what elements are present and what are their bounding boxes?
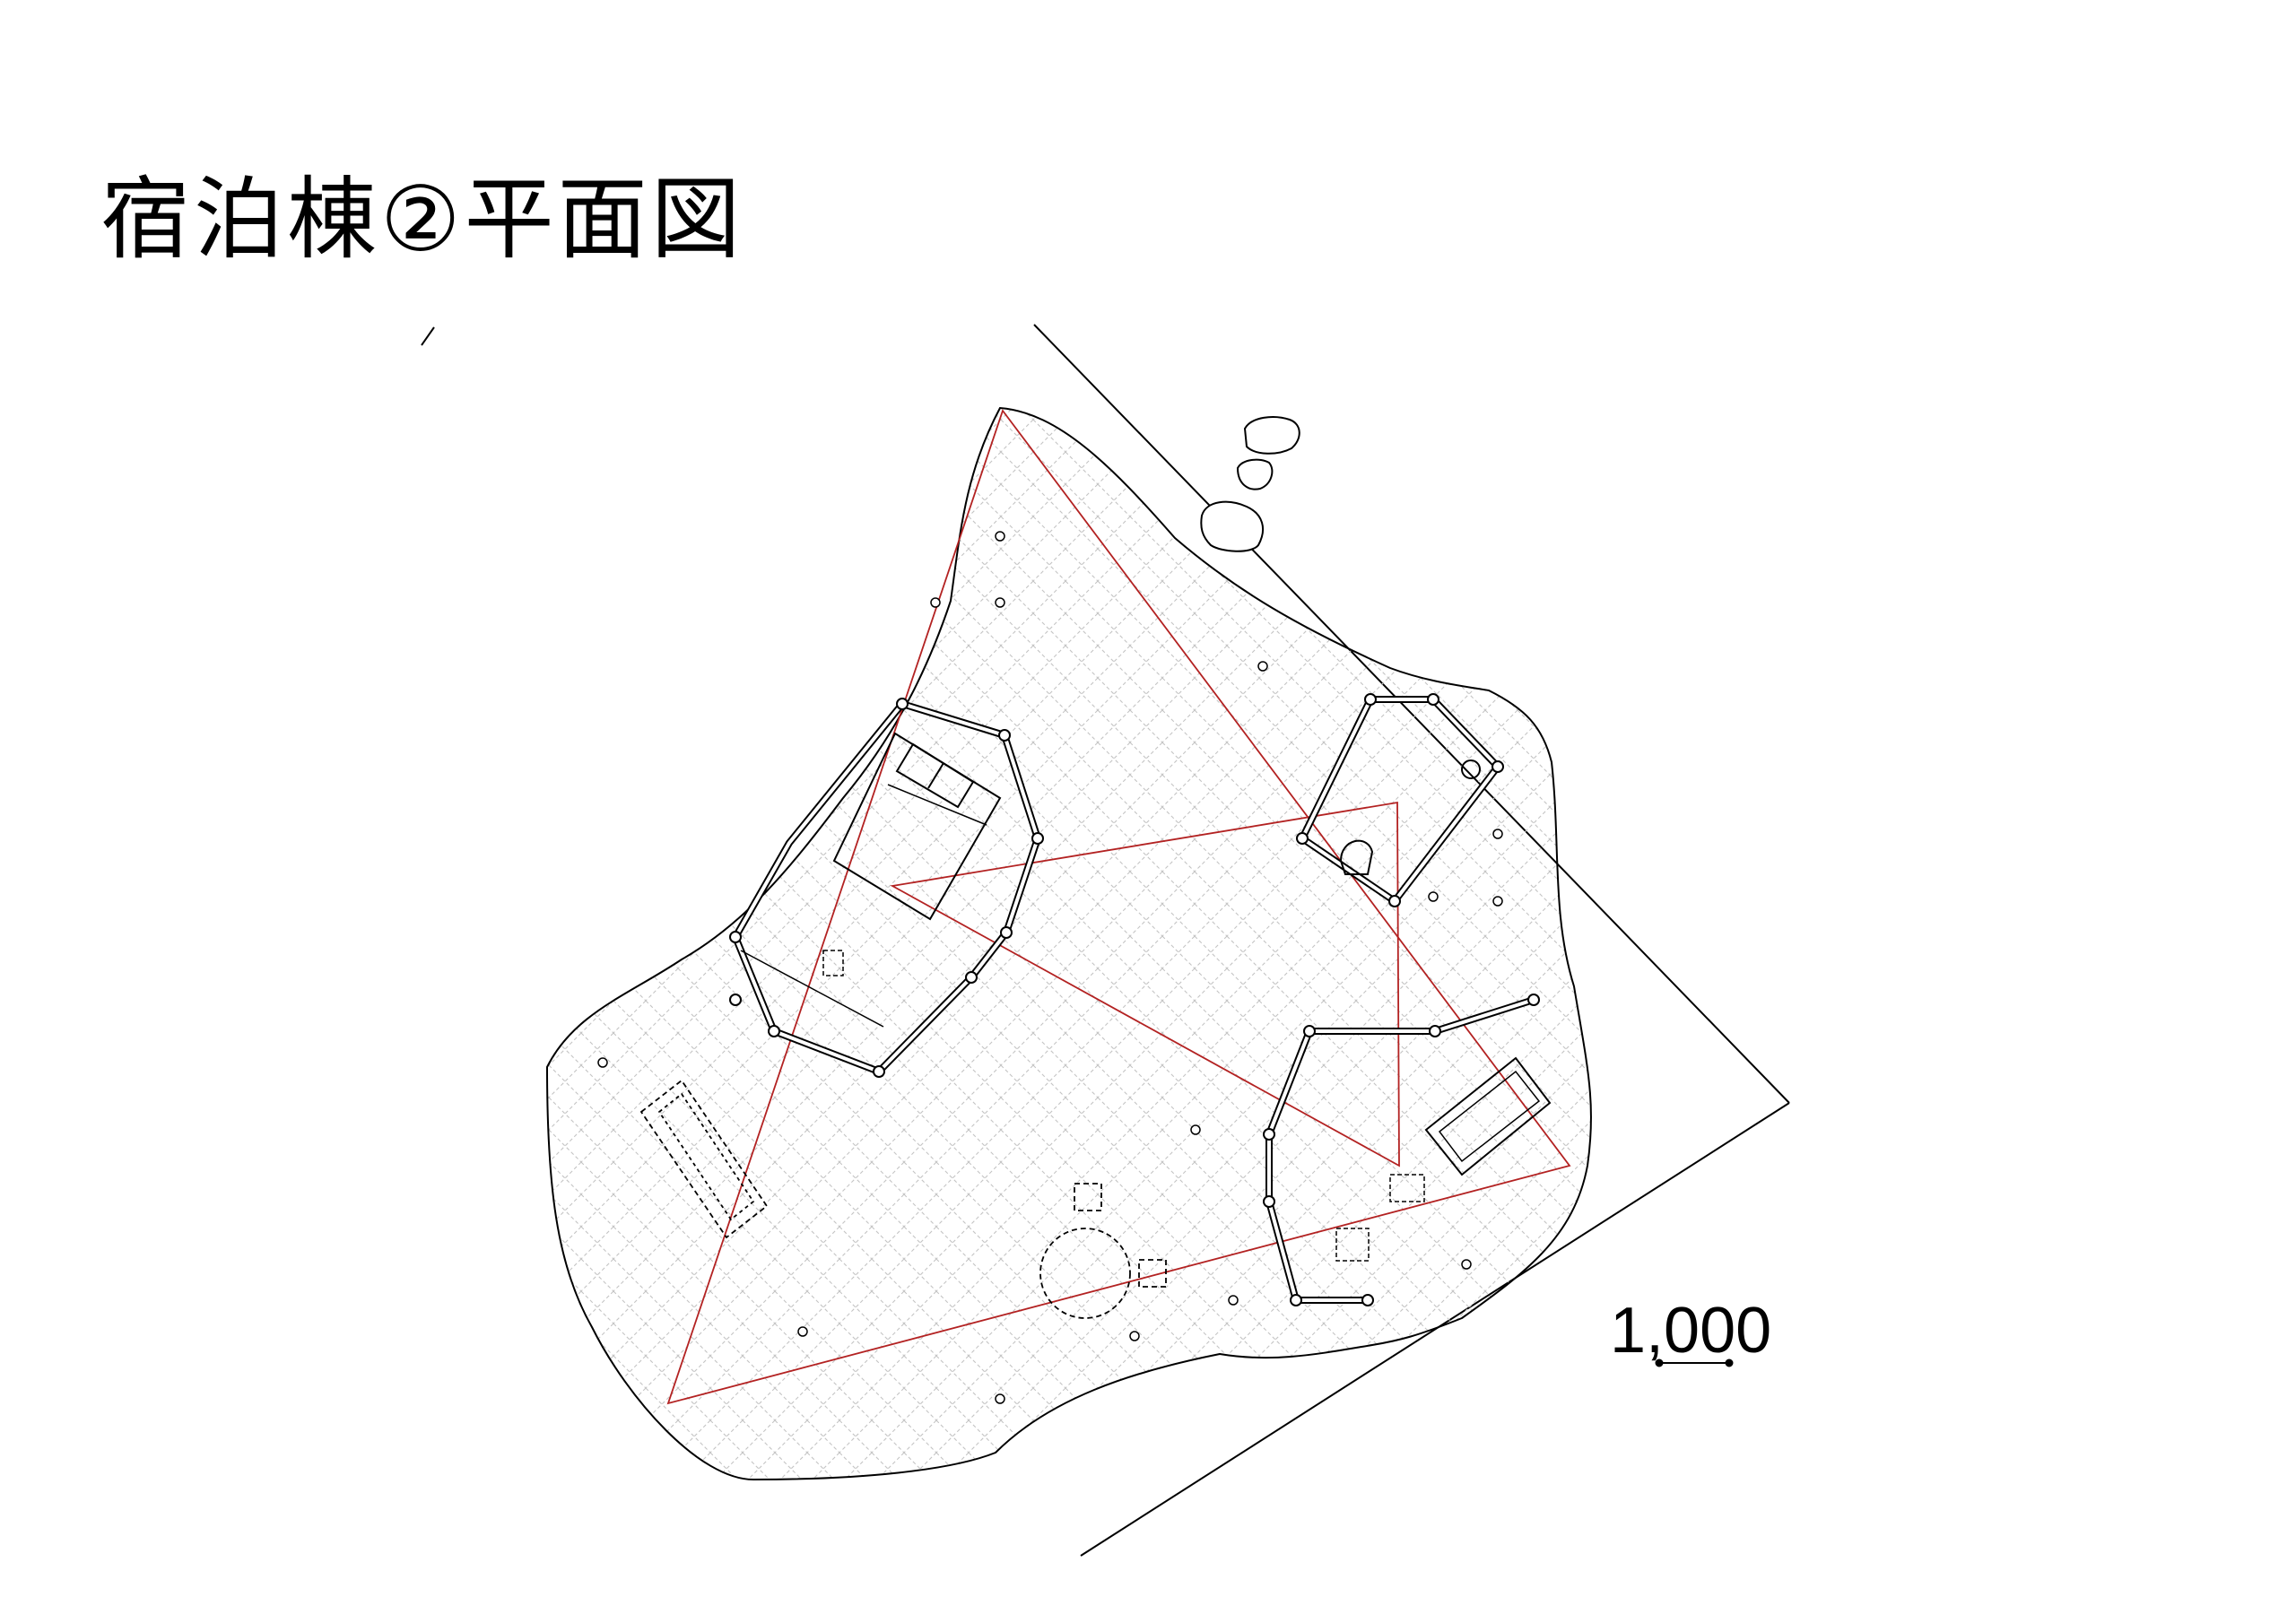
sink	[1461, 759, 1481, 779]
marker-circle	[995, 597, 1005, 608]
column	[1527, 994, 1540, 1006]
bathtub	[1424, 1056, 1552, 1176]
chair-dashed	[1389, 1174, 1425, 1202]
column	[1303, 1025, 1316, 1037]
unit-left-walls-inner	[734, 702, 1039, 1073]
marker-circle	[995, 1393, 1005, 1404]
site-outline	[545, 406, 1593, 1481]
red-reference-lines	[666, 409, 1571, 1405]
scale-bar-tick	[1655, 1358, 1664, 1367]
column	[998, 729, 1011, 742]
pillow-divider	[927, 762, 944, 789]
marker-circle	[797, 1326, 808, 1337]
scale-bar-label: 1,000	[1610, 1295, 1771, 1367]
red-triangle-small	[890, 801, 1400, 1167]
bed-pillows	[895, 742, 975, 809]
seat-dashed	[1074, 1183, 1102, 1211]
marker-circle	[1228, 1295, 1239, 1306]
table-dashed	[1039, 1228, 1131, 1319]
column	[1263, 1128, 1275, 1141]
red-triangle-large	[666, 409, 1571, 1405]
unit-right-top	[1296, 693, 1504, 907]
marker-circle	[597, 1057, 608, 1068]
marker-circle	[1129, 1331, 1140, 1341]
rock	[1243, 416, 1300, 455]
column	[1000, 926, 1013, 939]
toilet	[1339, 839, 1374, 875]
north-tick	[421, 326, 435, 346]
column	[729, 994, 742, 1006]
column	[896, 698, 909, 710]
column	[1427, 693, 1439, 706]
marker-circle	[1492, 829, 1503, 839]
column	[965, 971, 978, 984]
unit-right-bottom	[1263, 994, 1552, 1306]
stool-dashed	[822, 950, 844, 976]
rocks	[1200, 416, 1300, 552]
marker-circle	[1257, 661, 1268, 672]
column	[1388, 895, 1401, 907]
column	[768, 1025, 780, 1037]
marker-circle	[1190, 1124, 1201, 1135]
rock	[1200, 500, 1265, 552]
plan-title: 宿泊棟②平面図	[100, 167, 744, 272]
site-grid-hatching	[547, 408, 1592, 1480]
marker-circle	[1461, 1259, 1472, 1270]
chair-dashed	[1335, 1228, 1370, 1262]
seat-dashed	[1138, 1259, 1167, 1288]
bench-inner-dashed	[657, 1092, 755, 1221]
outdoor-furniture	[639, 1079, 1167, 1319]
interior-line	[740, 950, 884, 1028]
column	[1296, 832, 1309, 845]
marker-circle	[930, 597, 941, 608]
unit-left	[729, 698, 1044, 1078]
scale-bar	[1655, 1358, 1734, 1367]
column	[1361, 1294, 1374, 1306]
marker-circle	[1428, 891, 1439, 902]
column	[1364, 693, 1377, 706]
marker-circle	[1492, 896, 1503, 907]
bed-cover-line	[887, 784, 987, 826]
column	[1290, 1294, 1302, 1306]
scale-bar-tick	[1725, 1358, 1734, 1367]
column	[1492, 760, 1504, 773]
column	[729, 931, 742, 943]
column	[873, 1065, 885, 1078]
marker-circle	[995, 531, 1005, 542]
site-markers	[597, 531, 1503, 1404]
bathtub-inner	[1438, 1070, 1541, 1163]
column	[1429, 1025, 1441, 1037]
column	[1263, 1195, 1275, 1208]
column	[1031, 832, 1044, 845]
unit-right-top-walls-inner	[1300, 698, 1500, 903]
rock	[1236, 458, 1274, 490]
